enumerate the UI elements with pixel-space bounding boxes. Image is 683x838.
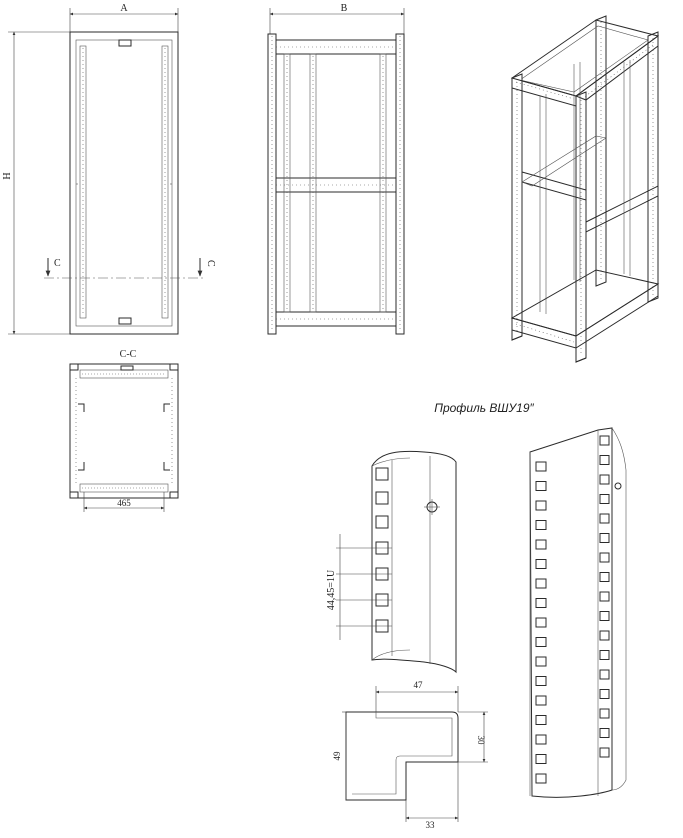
rail-hole <box>535 461 547 472</box>
rail-hole <box>535 676 547 686</box>
dim-b-label: B <box>341 3 348 14</box>
rail-hole <box>535 481 547 491</box>
rail-hole <box>599 650 610 660</box>
rail-hole <box>535 734 547 745</box>
section-c-left-label: C <box>54 258 61 269</box>
unit-pitch-label: 44,45=1U <box>326 569 337 610</box>
rail-hole <box>599 611 610 621</box>
rail-hole <box>535 656 547 667</box>
rail-hole <box>599 669 610 680</box>
rail-hole <box>599 689 610 699</box>
section-width-label: 465 <box>117 498 131 508</box>
rail-hole <box>599 474 610 485</box>
rail-hole <box>535 500 547 511</box>
rail-hole <box>599 552 610 563</box>
rail-hole <box>599 708 610 719</box>
profile-detail-view: 44,45=1U <box>326 450 457 674</box>
rail-hole <box>535 539 547 550</box>
section-c-c-view: C-C 465 <box>69 349 179 512</box>
profile-cross-section: 47 49 30 33 <box>332 680 488 830</box>
rail-hole <box>599 455 610 465</box>
rail-hole <box>535 598 547 608</box>
profile-w47-label: 47 <box>414 680 424 690</box>
rail-hole <box>599 494 610 504</box>
rail-hole <box>535 754 547 764</box>
front-view: A H C C <box>2 3 216 335</box>
profile-w33-label: 33 <box>426 820 436 830</box>
rail-hole <box>599 513 610 524</box>
isometric-view <box>510 15 660 363</box>
side-view: B <box>267 3 405 335</box>
section-title: C-C <box>120 349 137 360</box>
profile-rail-isometric <box>529 427 627 798</box>
rail-hole <box>535 695 547 706</box>
section-c-right-label: C <box>205 260 216 267</box>
dim-a-label: A <box>120 3 128 14</box>
rail-hole <box>535 559 547 569</box>
rail-hole <box>599 533 610 543</box>
profile-h49-label: 49 <box>332 751 342 761</box>
profile-title: Профиль ВШУ19″ <box>434 401 534 415</box>
rail-hole <box>535 637 547 647</box>
dim-h-label: H <box>2 172 13 179</box>
rail-hole <box>535 617 547 628</box>
rail-hole <box>535 578 547 589</box>
rail-hole <box>535 520 547 530</box>
rail-hole <box>599 630 610 641</box>
profile-h30-label: 30 <box>476 736 486 746</box>
rail-hole <box>599 435 610 446</box>
rail-hole <box>599 591 610 602</box>
rail-hole <box>599 747 610 758</box>
rail-hole <box>535 715 547 725</box>
rail-holes-left <box>535 461 547 784</box>
rail-hole <box>599 728 610 738</box>
rail-holes-right <box>599 435 610 758</box>
rail-hole <box>535 773 547 784</box>
rail-hole <box>599 572 610 582</box>
